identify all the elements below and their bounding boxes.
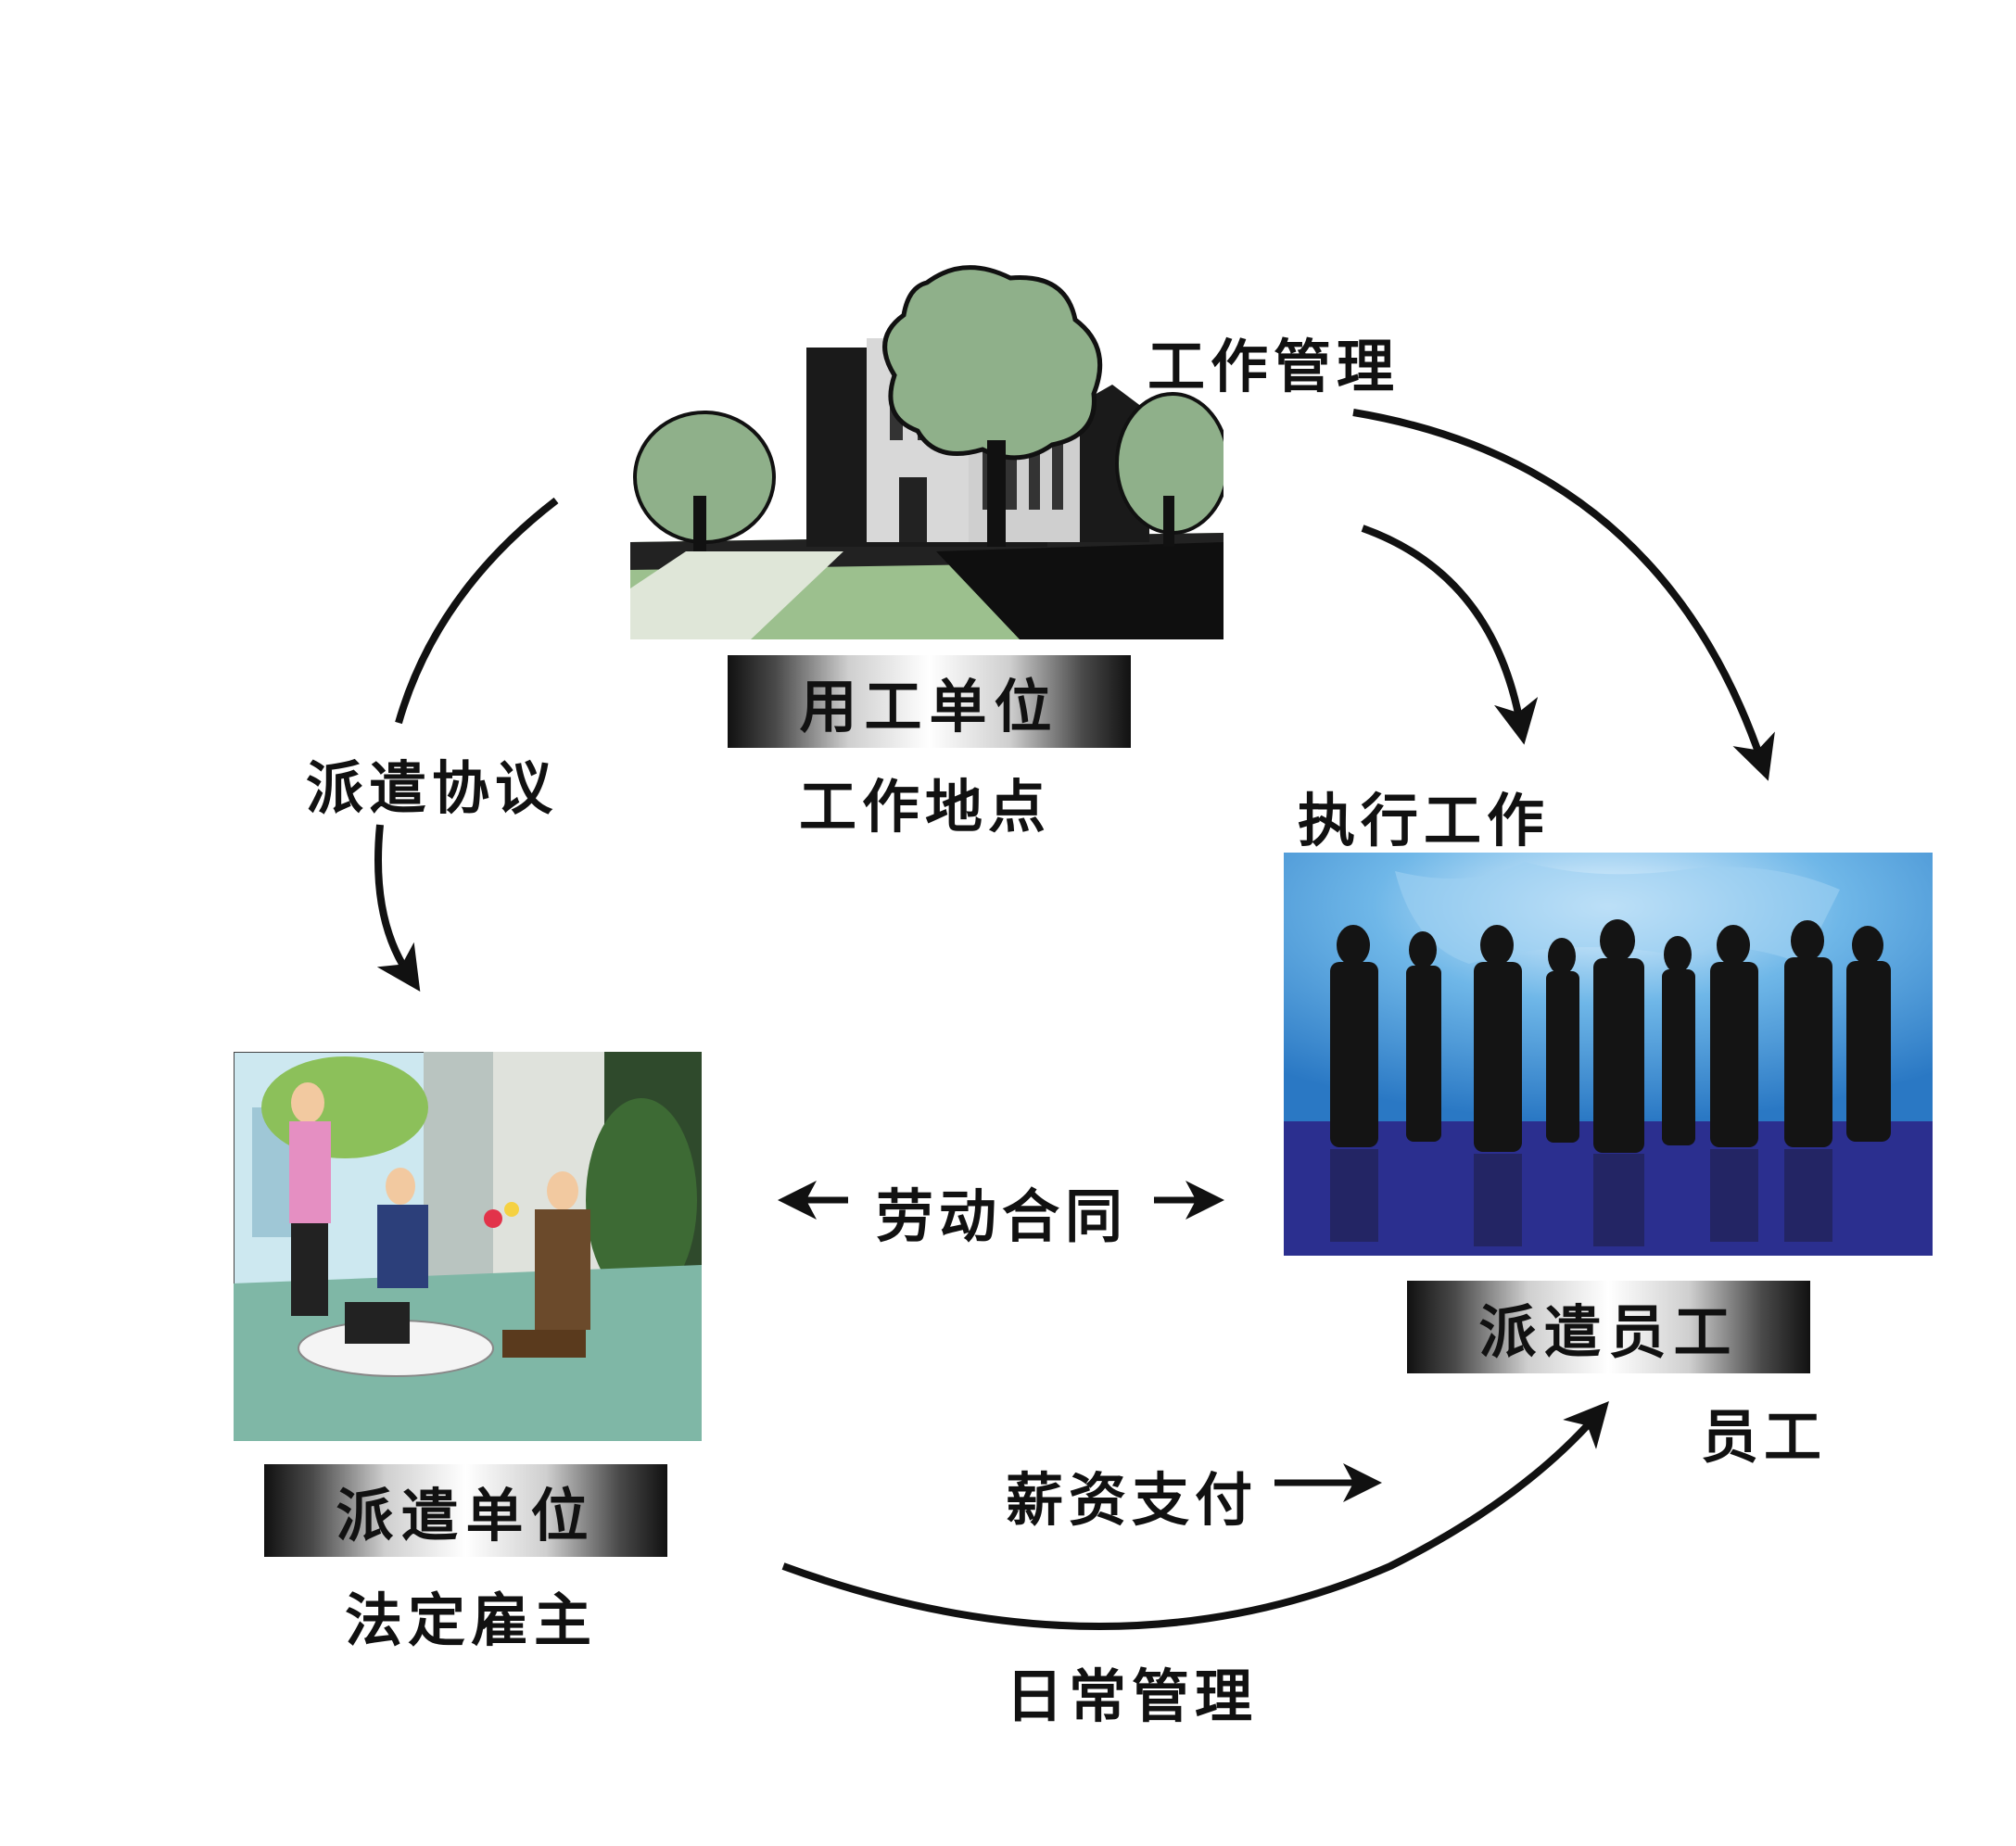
dispatch-unit-label: 派遣单位 xyxy=(336,1482,596,1549)
office-meeting-icon xyxy=(234,1052,702,1441)
salary-payment-label: 薪资支付 xyxy=(1006,1466,1259,1534)
legal-employer-label: 法定雇主 xyxy=(345,1587,598,1654)
badge-user-unit: 用工单位 xyxy=(728,655,1131,748)
arrow-daily-management xyxy=(781,1401,1609,1630)
arrow-agreement-lower xyxy=(374,824,421,992)
dispatched-employee-label: 派遣员工 xyxy=(1478,1298,1739,1366)
arrow-agreement-upper xyxy=(395,497,559,725)
building-tree-icon xyxy=(630,265,1224,639)
arrow-perform-work xyxy=(1361,525,1539,745)
work-management-label: 工作管理 xyxy=(1147,333,1401,400)
workplace-label: 工作地点 xyxy=(799,773,1052,841)
people-silhouettes-icon xyxy=(1284,853,1933,1256)
badge-dispatched-employee: 派遣员工 xyxy=(1407,1281,1810,1373)
dispatch-agreement-label: 派遣协议 xyxy=(306,754,559,822)
business-people-silhouettes xyxy=(1284,853,1933,1256)
perform-work-label: 执行工作 xyxy=(1298,787,1551,854)
arrow-work-management xyxy=(1352,409,1775,781)
building-tree-illustration xyxy=(630,264,1224,639)
employee-label: 员工 xyxy=(1701,1403,1828,1471)
office-meeting-illustration xyxy=(234,1052,702,1441)
badge-dispatch-unit: 派遣单位 xyxy=(264,1464,667,1557)
user-unit-label: 用工单位 xyxy=(799,673,1059,740)
labor-contract-label: 劳动合同 xyxy=(876,1182,1129,1250)
daily-management-label: 日常管理 xyxy=(1006,1663,1259,1730)
